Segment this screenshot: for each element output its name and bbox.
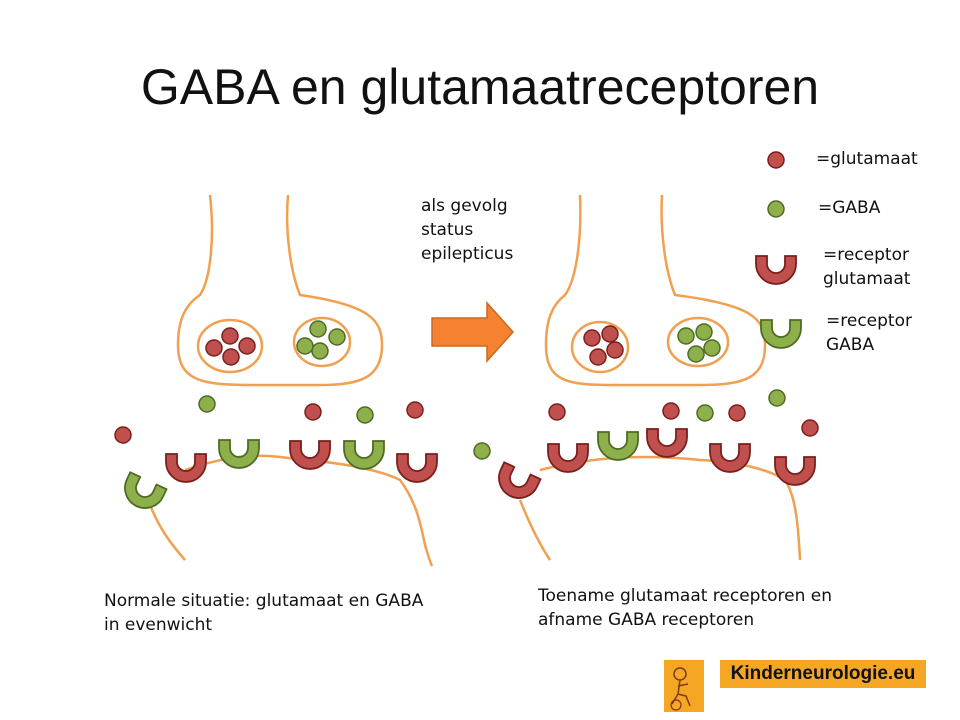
right-glutamate-receptor-1 [498,461,542,499]
transition-label-line1: als gevolg [421,196,508,216]
legend-glutamate-icon [767,151,785,169]
left-glutamate-receptor-2 [289,440,331,470]
right-presynaptic-terminal [544,194,767,387]
left-vesicle-glutamate-1 [221,327,239,345]
legend-glutamate: =glutamaat [816,149,918,169]
caption-left-line1: Normale situatie: glutamaat en GABA [104,591,424,611]
right-free-glutamate-2 [662,402,680,420]
left-gaba-receptor-2 [218,439,260,469]
legend-gaba-receptor-line2: GABA [826,334,875,355]
legend-glutamate-receptor: =receptor glutamaat [823,244,910,292]
right-glutamate-receptor-4 [709,443,751,473]
brand-label[interactable]: Kinderneurologie.eu [720,660,926,688]
left-vesicle-gaba-1 [328,328,346,346]
transition-label-line3: epilepticus [421,243,514,264]
right-free-gaba-2 [696,404,714,422]
left-glutamate-receptor-1 [165,453,207,483]
right-vesicle-gaba-3 [687,345,705,363]
right-free-glutamate-4 [801,419,819,437]
left-vesicle-gaba-2 [311,342,329,360]
left-gaba-receptor-1 [124,471,168,509]
right-vesicle-gaba-1 [695,323,713,341]
right-free-gaba-1 [473,442,491,460]
right-glutamate-vesicle [570,320,630,374]
right-vesicle-glutamate-3 [589,348,607,366]
left-gaba-receptor-3 [343,440,385,470]
right-free-glutamate-3 [728,404,746,422]
legend-glutamate-receptor-line1: =receptor [823,245,909,265]
transition-label-line2: status [421,219,474,240]
right-gaba-vesicle [666,316,730,368]
right-vesicle-glutamate-1 [601,325,619,343]
transition-label: als gevolg status epilepticus [421,195,513,266]
left-vesicle-glutamate-0 [205,339,223,357]
right-glutamate-receptor-2 [547,443,589,473]
right-vesicle-gaba-0 [677,327,695,345]
legend-glutamate-receptor-icon [755,255,797,285]
right-glutamate-receptor-3 [646,428,688,458]
left-vesicle-glutamate-3 [222,348,240,366]
right-vesicle-glutamate-2 [606,341,624,359]
left-free-gaba-2 [356,406,374,424]
caption-left-line2: in evenwicht [104,614,213,635]
caption-right: Toename glutamaat receptoren en afname G… [538,585,832,633]
page-title: GABA en glutamaatreceptoren [140,59,820,115]
legend-gaba-receptor-icon [760,319,802,349]
legend-gaba-icon [767,200,785,218]
right-postsynaptic-membrane [518,455,802,561]
left-presynaptic-terminal [176,194,384,387]
right-free-glutamate-1 [548,403,566,421]
caption-left: Normale situatie: glutamaat en GABA in e… [104,590,423,638]
left-free-glutamate-3 [406,401,424,419]
left-gaba-vesicle [292,316,352,368]
right-glutamate-receptor-5 [774,456,816,486]
caption-right-line1: Toename glutamaat receptoren en [538,586,833,606]
right-gaba-receptor-1 [597,431,639,461]
legend-gaba-receptor-line1: =receptor [826,311,912,331]
left-vesicle-gaba-3 [296,337,314,355]
legend-gaba-receptor: =receptor GABA [826,310,912,358]
left-vesicle-gaba-0 [309,320,327,338]
left-free-glutamate-2 [304,403,322,421]
left-free-glutamate-1 [114,426,132,444]
transition-arrow [431,301,515,363]
logo-icon [664,660,704,712]
right-vesicle-gaba-2 [703,339,721,357]
left-vesicle-glutamate-2 [238,337,256,355]
caption-right-line2: afname GABA receptoren [538,609,755,630]
left-free-gaba-1 [198,395,216,413]
right-free-gaba-3 [768,389,786,407]
legend-gaba: =GABA [818,198,881,218]
right-vesicle-glutamate-0 [583,329,601,347]
left-glutamate-receptor-3 [396,453,438,483]
legend-glutamate-receptor-line2: glutamaat [823,268,911,289]
left-glutamate-vesicle [196,318,264,374]
